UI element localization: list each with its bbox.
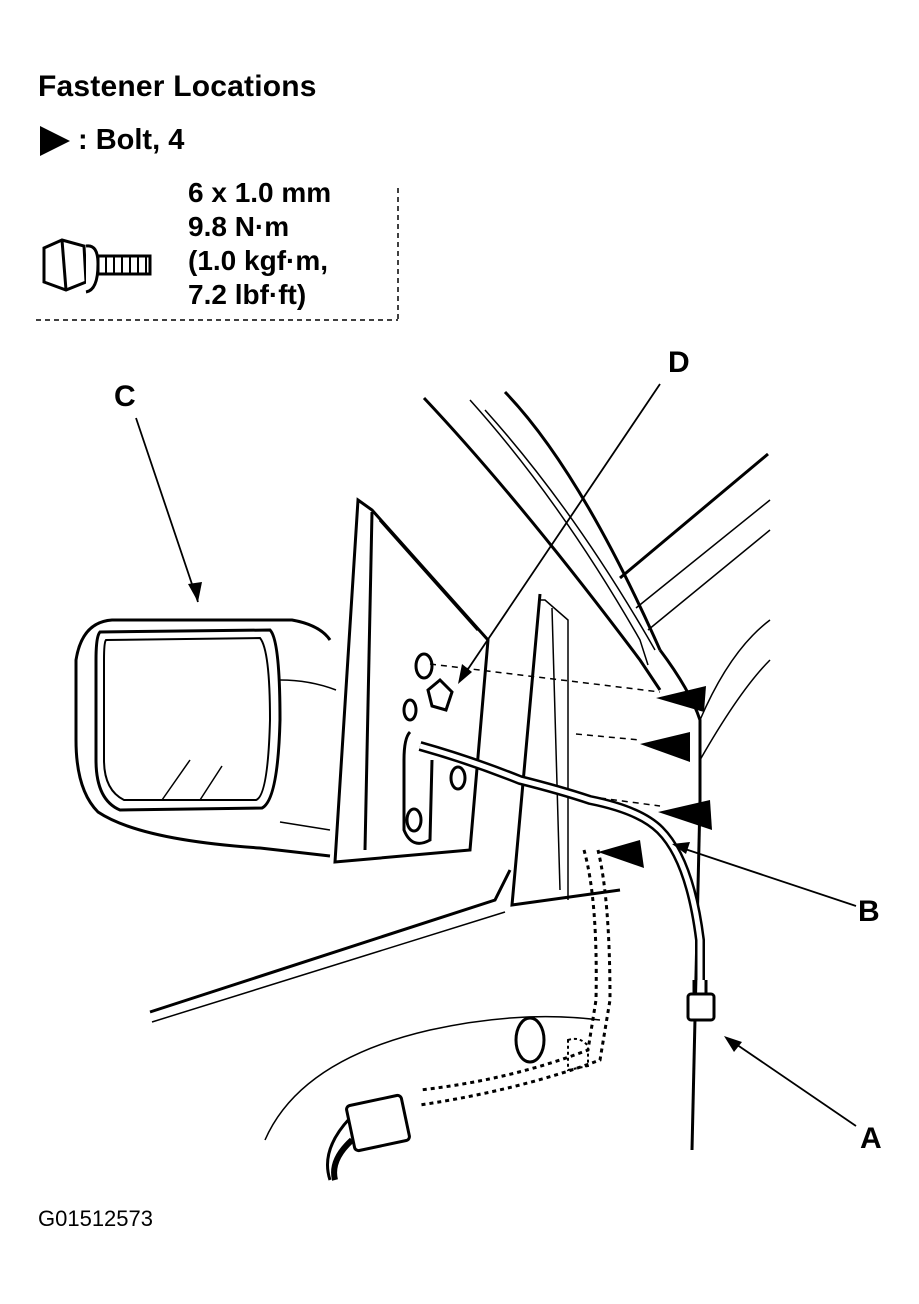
figure-id: G01512573 xyxy=(38,1206,153,1231)
leader-b xyxy=(675,845,857,907)
mirror-housing xyxy=(74,618,337,858)
bolt-icon xyxy=(42,238,152,294)
callout-b: B xyxy=(858,895,880,928)
bolt-arrow-4 xyxy=(598,840,644,868)
legend-label: : Bolt, 4 xyxy=(78,124,185,156)
door-frame xyxy=(149,390,769,1181)
torque-nm: 9.8 N·m xyxy=(188,211,290,242)
mirror-base-plate xyxy=(333,497,490,864)
bolt-arrow-1 xyxy=(656,686,706,712)
torque-lbf: 7.2 lbf·ft) xyxy=(188,279,307,310)
bolt-size: 6 x 1.0 mm xyxy=(188,177,332,208)
spec-box xyxy=(36,188,399,321)
leader-arrowheads xyxy=(188,582,742,1052)
arrowhead-icon xyxy=(40,126,70,156)
leader-c xyxy=(135,417,199,603)
bolt-arrow-3 xyxy=(658,800,712,830)
bolt-arrowheads xyxy=(598,686,712,868)
leader-d xyxy=(461,383,661,679)
page-title: Fastener Locations xyxy=(38,70,317,103)
callout-d: D xyxy=(668,346,690,379)
callout-a: A xyxy=(860,1122,882,1155)
door-frame-thin xyxy=(151,399,771,1141)
leader-a xyxy=(729,1039,857,1127)
callout-c: C xyxy=(114,380,136,413)
wire-harness xyxy=(331,741,716,1181)
torque-kgf: (1.0 kgf·m, xyxy=(188,245,329,276)
leader-lines xyxy=(135,383,857,1127)
bolt-arrow-2 xyxy=(640,732,690,762)
